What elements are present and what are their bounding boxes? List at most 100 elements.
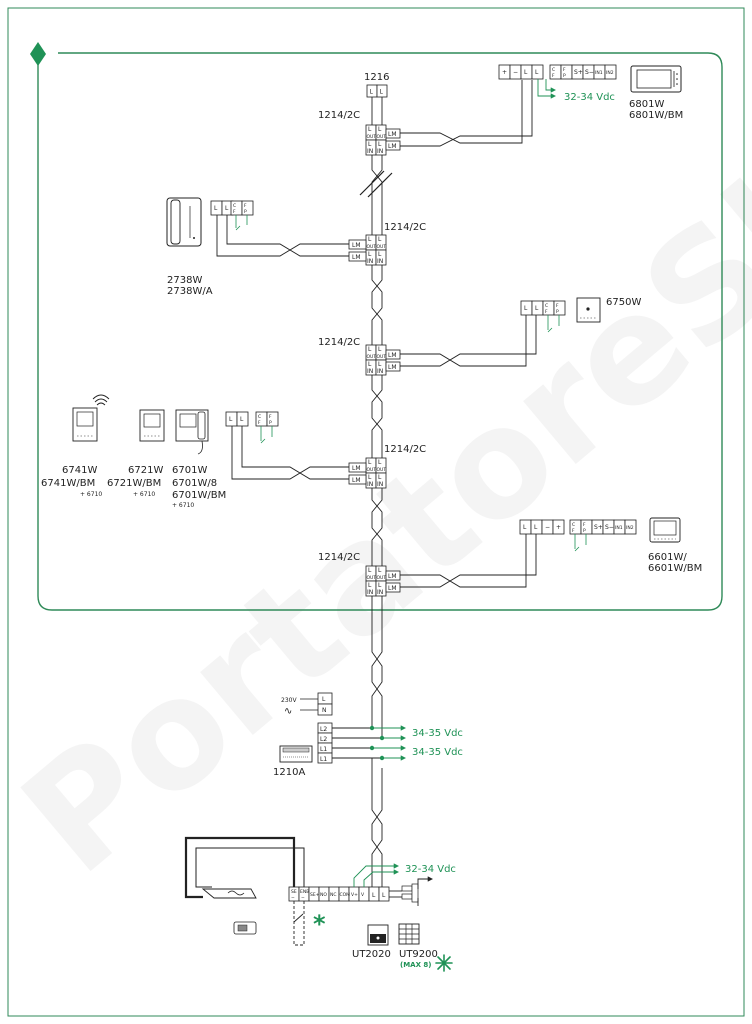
voltage-label-bus: 34-35 Vdc (412, 728, 463, 739)
monitor-wire (400, 80, 523, 144)
monitor-6801W-label: 6801W (629, 99, 664, 110)
svg-text:OUT: OUT (367, 575, 377, 581)
svg-text:SE+: SE+ (310, 892, 320, 898)
terminal-block-6750W: L L C F F P (520, 300, 566, 333)
svg-text:IN: IN (377, 589, 383, 596)
svg-text:P: P (269, 420, 272, 426)
mains-voltage-label: 230V (281, 697, 297, 704)
svg-text:L: L (378, 474, 382, 481)
svg-text:OUT: OUT (367, 354, 377, 360)
terminal-block-2738W: L L C F F P (210, 200, 254, 231)
monitor-6741W-label: 6741W/BM (41, 478, 95, 489)
monitor-6741W-label: + 6710 (80, 491, 102, 498)
lock-wire (195, 847, 305, 888)
monitor-wire (400, 315, 527, 367)
svg-text:C: C (552, 67, 555, 73)
break-mark (359, 170, 385, 196)
floor-diamond-icon (30, 42, 46, 66)
svg-text:L1: L1 (320, 746, 327, 753)
bus-wire (371, 265, 383, 345)
svg-text:−: − (545, 524, 550, 531)
svg-text:L: L (378, 361, 382, 368)
terminal-block-6701W: L L C F F P (225, 411, 279, 444)
svg-text:F: F (233, 209, 236, 215)
svg-text:C: C (233, 203, 236, 209)
svg-text:IN2: IN2 (606, 70, 614, 76)
monitor-wire (400, 80, 533, 147)
monitor-6701W-label: 6701W/BM (172, 490, 226, 501)
main-unit-label: 1216 (364, 72, 389, 83)
svg-text:LM: LM (388, 364, 397, 371)
module-UT2020-label: UT2020 (352, 949, 391, 960)
svg-text:F: F (552, 73, 555, 79)
monitor-6701W-label: 6701W/8 (172, 478, 217, 489)
handset-2738W-label: 2738W (167, 275, 202, 286)
svg-text:LM: LM (352, 254, 361, 261)
panel-terminal-strip: SE − ENB − SE+ NO NC COM V+ V L L (288, 886, 390, 902)
distributor-label-2: 1214/2C (384, 222, 426, 233)
module-bus-arrow (417, 876, 434, 889)
svg-text:+: + (556, 524, 561, 531)
svg-text:IN: IN (367, 258, 373, 265)
svg-text:IN: IN (367, 481, 373, 488)
distributor-block-4: L L OUT OUT L L IN IN LM LM (348, 457, 387, 489)
svg-text:F: F (563, 67, 566, 73)
switch-contact (293, 913, 304, 923)
supply-wire (363, 869, 400, 887)
monitor-wire (400, 534, 527, 588)
svg-text:ENB: ENB (300, 889, 309, 895)
svg-text:L: L (524, 69, 528, 76)
bus-wire (371, 375, 383, 460)
svg-text:P: P (563, 73, 566, 79)
distributor-label-3: 1214/2C (318, 337, 360, 348)
module-UT2020-icon (367, 924, 389, 946)
monitor-6801W-label: 6801W/BM (629, 110, 683, 121)
svg-text:IN1: IN1 (615, 525, 623, 531)
handset-2738W-label: 2738W/A (167, 286, 213, 297)
dashed-wire (293, 901, 305, 946)
power-supply-1210A-icon (279, 745, 313, 763)
voltage-label-bus: 34-35 Vdc (412, 747, 463, 758)
svg-text:IN2: IN2 (626, 525, 634, 531)
svg-text:F: F (244, 203, 247, 209)
svg-text:L: L (378, 126, 382, 133)
monitor-6750W-label: 6750W (606, 297, 641, 308)
svg-text:OUT: OUT (367, 244, 377, 250)
svg-text:L2: L2 (320, 736, 327, 743)
svg-text:LM: LM (352, 242, 361, 249)
svg-text:S−: S− (605, 524, 614, 531)
svg-text:IN: IN (377, 148, 383, 155)
module-UT9200-note: (MAX 8) (400, 961, 432, 969)
svg-text:L: L (378, 236, 382, 243)
terminal-block-6801W: + − L L C F F P S+ S− IN1 IN2 (498, 64, 617, 80)
voltage-label-monitor: 32-34 Vdc (564, 92, 615, 103)
monitor-wire (231, 426, 349, 480)
bus-wire (371, 596, 383, 728)
svg-text:LM: LM (388, 352, 397, 359)
svg-text:L: L (368, 141, 372, 148)
svg-text:L: L (368, 567, 372, 574)
svg-text:F: F (572, 528, 575, 534)
svg-text:L: L (368, 236, 372, 243)
svg-text:IN: IN (367, 589, 373, 596)
monitor-6601W-label: 6601W/BM (648, 563, 702, 574)
svg-text:L: L (368, 126, 372, 133)
distributor-label-5: 1214/2C (318, 552, 360, 563)
svg-text:L: L (368, 474, 372, 481)
svg-text:−: − (291, 896, 295, 901)
svg-text:IN1: IN1 (595, 70, 603, 76)
monitor-6721W-label: 6721W/BM (107, 478, 161, 489)
svg-text:V+: V+ (351, 892, 358, 898)
svg-text:L: L (368, 251, 372, 258)
monitor-6741W-icon (72, 407, 98, 442)
svg-text:F: F (269, 414, 272, 420)
svg-text:P: P (556, 309, 559, 315)
main-unit-terminals: L L (366, 84, 388, 98)
voltage-label-panel: 32-34 Vdc (405, 864, 456, 875)
asterisk-icon: * (313, 910, 326, 938)
monitor-6801W-icon (630, 65, 682, 93)
svg-text:COM: COM (340, 892, 351, 898)
svg-text:OUT: OUT (367, 467, 377, 473)
svg-text:L: L (382, 892, 386, 899)
